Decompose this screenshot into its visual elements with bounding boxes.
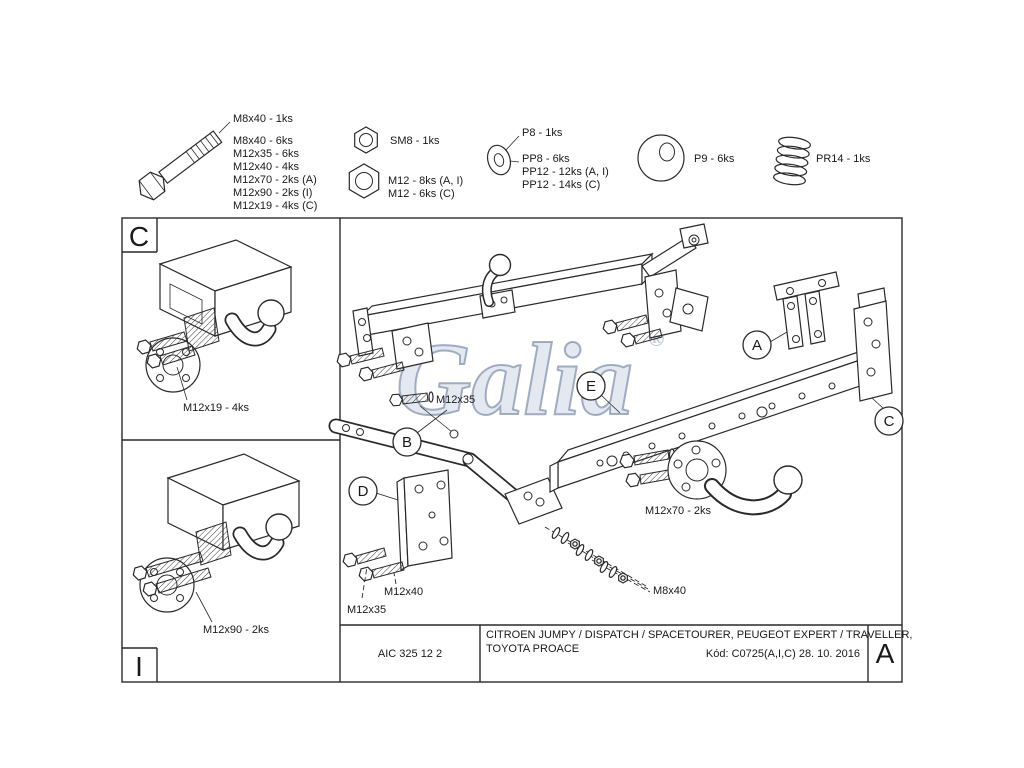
main-beam [549, 342, 884, 493]
label-spring-pr14: PR14 - 1ks [816, 153, 871, 165]
nut-m12-icon [348, 163, 380, 199]
label-m8x40: M8x40 [653, 585, 686, 597]
label-bolt-2: M12x40 - 4ks [233, 161, 300, 173]
callout-a-letter: A [752, 337, 762, 354]
callout-c: C [871, 397, 904, 436]
label-washer-pp-2: PP12 - 14ks (C) [522, 179, 600, 191]
label-nut-m12-1: M12 - 6ks (C) [388, 188, 455, 200]
panel-i-note: M12x90 - 2ks [203, 624, 270, 636]
detail-panel-c: C M12x19 - 4ks [129, 221, 293, 414]
panel-c-letter: C [129, 221, 149, 252]
callout-a: A [742, 330, 788, 360]
title-block: AIC 325 12 2 CITROEN JUMPY / DISPATCH / … [378, 629, 913, 669]
label-bolt-3: M12x70 - 2ks (A) [233, 174, 317, 186]
bracket-a-links [773, 271, 840, 350]
label-bolt-callout: M8x40 - 1ks [233, 113, 293, 125]
washer-p9-icon [637, 134, 685, 182]
code-and-date: Kód: C0725(A,I,C) 28. 10. 2016 [706, 648, 860, 660]
bracket-d [341, 469, 453, 599]
revision-letter: A [876, 638, 895, 669]
parts-list: M8x40 - 1ks M8x40 - 6ks M12x35 - 6ks M12… [138, 113, 871, 212]
m8x40-stacks [544, 526, 651, 593]
label-m12x70: M12x70 - 2ks [645, 505, 712, 517]
upper-rail [335, 223, 709, 383]
label-washer-p9: P9 - 6ks [694, 153, 735, 165]
label-washer-pp-0: PP8 - 6ks [522, 153, 570, 165]
callout-e-letter: E [586, 378, 596, 395]
main-assembly: M12x35 [328, 223, 904, 616]
strut-arms [328, 418, 563, 525]
label-washer-pp-1: PP12 - 12ks (A, I) [522, 166, 609, 178]
drawing-number: AIC 325 12 2 [378, 648, 442, 660]
label-m12x40: M12x40 [384, 586, 423, 598]
lower-flange-ball [618, 440, 803, 516]
callout-d-letter: D [358, 483, 369, 500]
detail-panel-i: I M12x90 - 2ks [130, 453, 301, 682]
label-m12x35-upper: M12x35 [436, 394, 475, 406]
bracket-c-plate [853, 287, 893, 402]
panel-c-note: M12x19 - 4ks [183, 402, 250, 414]
sheet-frame [121, 217, 903, 683]
bolt-m12x35-upper [388, 391, 459, 439]
washer-p8-icon [486, 144, 512, 176]
callout-b: B [392, 409, 448, 457]
label-bolt-1: M12x35 - 6ks [233, 148, 300, 160]
label-nut-sm8: SM8 - 1ks [390, 135, 440, 147]
callout-e: E [576, 371, 621, 414]
spring-icon [773, 136, 811, 186]
callout-b-letter: B [402, 434, 412, 451]
bolt-icon [138, 130, 223, 201]
label-nut-m12-0: M12 - 8ks (A, I) [388, 175, 463, 187]
callout-d: D [348, 476, 399, 506]
vehicles-line2: TOYOTA PROACE [486, 643, 579, 655]
label-bolt-5: M12x19 - 4ks (C) [233, 200, 317, 212]
label-bolt-0: M8x40 - 6ks [233, 135, 293, 147]
callout-c-letter: C [884, 413, 895, 430]
towball-c [224, 299, 285, 347]
towball-i [232, 513, 293, 561]
label-washer-p8: P8 - 1ks [522, 127, 563, 139]
vehicles-line1: CITROEN JUMPY / DISPATCH / SPACETOURER, … [486, 629, 912, 641]
label-bolt-4: M12x90 - 2ks (I) [233, 187, 312, 199]
panel-i-letter: I [135, 651, 143, 682]
label-m12x35-lower: M12x35 [347, 604, 386, 616]
nut-sm8-icon [354, 126, 378, 154]
